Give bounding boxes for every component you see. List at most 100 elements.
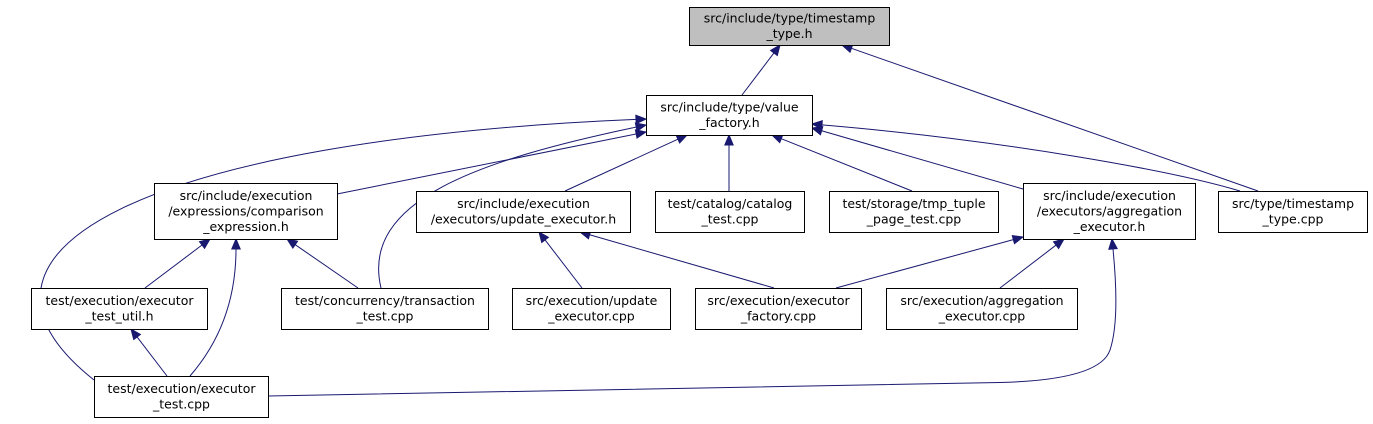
node-label-line: src/include/type/timestamp [704,11,876,26]
node-label-line: _factory.cpp [740,309,816,324]
node-catalog_test_cpp[interactable]: test/catalog/catalog_test.cpp [655,191,805,233]
edge-tmp_tuple_page_test_cpp-to-value_factory_h [770,134,913,192]
edge-executor_test_cpp-to-value_factory_h [39,114,648,381]
arrowhead [635,114,648,125]
node-box [646,95,813,136]
node-box [31,288,208,330]
edge-update_executor_cpp-to-update_executor_h [538,230,583,289]
arrowhead [198,238,212,250]
node-label-line: src/include/execution [180,188,313,203]
edge-executor_factory_cpp-to-aggregation_executor_h [835,234,1025,289]
node-transaction_test_cpp[interactable]: test/concurrency/transaction_test.cpp [281,288,489,330]
node-executor_test_cpp[interactable]: test/execution/executor_test.cpp [94,376,269,418]
node-box [1023,183,1196,240]
arrowhead [1108,237,1118,250]
edge-line [999,244,1057,289]
edge-line [821,124,1241,192]
arrowhead [1011,234,1025,245]
node-label-line: test/concurrency/transaction [295,293,475,308]
node-label-line: src/include/type/value [660,100,799,115]
edge-update_executor_h-to-value_factory_h [564,134,689,192]
edge-line [136,336,168,377]
edge-executor_test_util_h-to-comparison_expression_h [144,238,212,289]
node-label-line: src/execution/executor [707,293,850,308]
edge-executor_test_cpp-to-executor_test_util_h [130,327,168,377]
node-label-line: _executor.cpp [938,309,1026,324]
node-label-line: _test.cpp [356,309,414,324]
arrowhead [231,237,241,250]
edge-line [294,244,359,289]
edge-executor_test_cpp-to-aggregation_executor_h [267,237,1118,397]
node-label-line: _type.cpp [1262,212,1324,227]
node-box [94,376,269,418]
edge-transaction_test_cpp-to-comparison_expression_h [285,238,359,289]
node-label-line: src/type/timestamp [1232,196,1354,211]
node-executor_factory_cpp[interactable]: src/execution/executor_factory.cpp [695,288,862,330]
dependency-edges [39,43,1259,397]
node-box [1218,191,1368,233]
node-aggregation_executor_h[interactable]: src/include/execution/executors/aggregat… [1023,183,1196,240]
node-label-line: /executors/update_executor.h [431,212,616,227]
edge-line [336,133,637,195]
node-label-line: _page_test.cpp [866,212,962,227]
arrowhead [769,43,781,57]
node-timestamp_type_cpp[interactable]: src/type/timestamp_type.cpp [1218,191,1368,233]
node-label-line: test/execution/executor [46,293,195,308]
arrowhead [634,122,648,133]
arrowhead [675,134,689,144]
node-label-line: _test.cpp [701,212,759,227]
edge-line [741,52,775,96]
edge-line [851,47,1259,192]
edge-line [781,138,913,192]
node-label-line: _expression.h [202,219,289,234]
node-label-line: /expressions/comparison [168,203,323,218]
node-box [695,288,862,330]
arrowhead [1052,238,1066,250]
node-label-line: _executor.h [1073,219,1146,234]
edge-line [821,130,1024,190]
node-label-line: _executor.cpp [547,309,635,324]
node-label-line: /executors/aggregation [1037,203,1182,218]
node-label-line: src/execution/aggregation [900,293,1063,308]
node-tmp_tuple_page_test_cpp[interactable]: test/storage/tmp_tuple_page_test.cpp [829,191,999,233]
node-label-line: test/catalog/catalog [668,196,793,211]
node-box [281,288,489,330]
edge-timestamp_type_cpp-to-value_factory_h [810,119,1241,192]
edge-executor_test_cpp-to-comparison_expression_h [189,237,241,377]
node-label-line: _factory.h [698,115,759,130]
node-label-line: _type.h [765,26,812,41]
edge-line [835,239,1014,289]
node-value_factory_h[interactable]: src/include/type/value_factory.h [646,95,813,136]
node-label-line: src/include/execution [1043,188,1176,203]
edge-executor_factory_cpp-to-update_executor_h [578,230,775,289]
node-aggregation_executor_cpp[interactable]: src/execution/aggregation_executor.cpp [886,288,1078,330]
arrowhead [538,230,550,244]
edge-line [39,118,637,381]
edge-timestamp_type_cpp-to-timestamp_type_h [840,43,1259,192]
edge-line [589,234,775,289]
node-label-line: test/execution/executor [108,381,257,396]
node-update_executor_h[interactable]: src/include/execution/executors/update_e… [416,191,631,233]
arrowhead [285,238,299,250]
node-box [154,183,338,240]
node-box [829,191,999,233]
arrowhead [130,327,142,341]
edge-transaction_test_cpp-to-value_factory_h [378,122,648,289]
node-timestamp_type_h[interactable]: src/include/type/timestamp_type.h [689,7,890,46]
node-box [689,7,890,46]
node-box [886,288,1078,330]
edge-line [267,248,1117,397]
edge-line [564,138,679,192]
edge-line [144,244,203,289]
node-executor_test_util_h[interactable]: test/execution/executor_test_util.h [31,288,208,330]
node-label-line: _test_util.h [84,309,153,324]
edge-comparison_expression_h-to-value_factory_h [336,129,648,195]
node-box [655,191,805,233]
node-box [512,288,671,330]
arrowhead [724,133,734,146]
node-label-line: test/storage/tmp_tuple [842,196,985,211]
node-update_executor_cpp[interactable]: src/execution/update_executor.cpp [512,288,671,330]
node-comparison_expression_h[interactable]: src/include/execution/expressions/compar… [154,183,338,240]
edge-value_factory_h-to-timestamp_type_h [741,43,781,96]
